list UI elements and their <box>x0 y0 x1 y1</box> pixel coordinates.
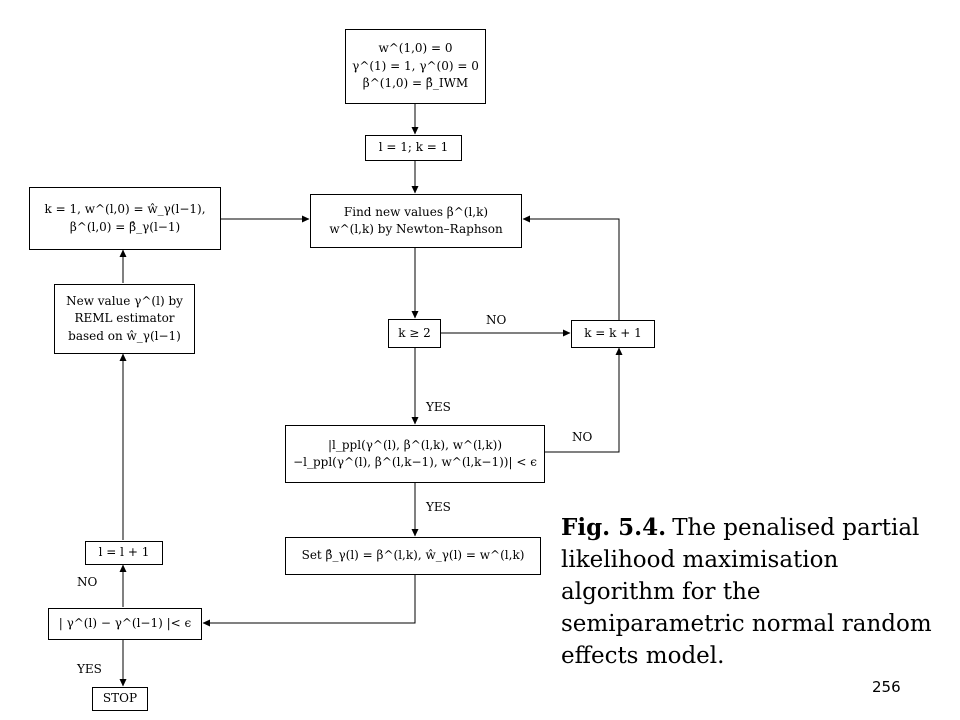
reml-box: New value γ^(l) by REML estimator based … <box>54 284 195 354</box>
set-hat-line-1: Set β̂_γ(l) = β^(l,k), ŵ_γ(l) = w^(l,k) <box>301 548 525 563</box>
k-inc-box: k = k + 1 <box>571 320 655 348</box>
edge-label-no-gamma: NO <box>77 575 98 589</box>
reset-line-1: k = 1, w^(l,0) = ŵ_γ(l−1), <box>44 202 206 217</box>
reset-box: k = 1, w^(l,0) = ŵ_γ(l−1), β^(l,0) = β̂_… <box>29 187 221 250</box>
reml-line-1: New value γ^(l) by <box>66 293 183 308</box>
k-ge-2-line-1: k ≥ 2 <box>398 325 431 340</box>
k-inc-line-1: k = k + 1 <box>584 326 642 341</box>
arrow-ppl-to-kinc <box>545 347 623 453</box>
init-line-1: w^(1,0) = 0 <box>378 41 453 56</box>
newton-line-2: w^(l,k) by Newton–Raphson <box>329 222 503 236</box>
edge-label-yes-gamma: YES <box>77 662 102 676</box>
setlk-box: l = 1; k = 1 <box>365 135 462 161</box>
reml-line-3: based on ŵ_γ(l−1) <box>68 328 181 343</box>
l-inc-box: l = l + 1 <box>85 541 163 565</box>
arrow-sethat-to-gamma <box>202 575 416 627</box>
setlk-line-1: l = 1; k = 1 <box>378 140 449 155</box>
edge-label-no-ppl: NO <box>572 430 593 444</box>
init-line-3: β^(1,0) = β̂_IWM <box>362 76 469 91</box>
newton-box: Find new values β^(l,k) w^(l,k) by Newto… <box>310 194 522 248</box>
reset-line-2: β^(l,0) = β̂_γ(l−1) <box>69 219 181 234</box>
newton-line-1: Find new values β^(l,k) <box>343 204 489 219</box>
conv-ppl-line-2: −l_ppl(γ^(l), β^(l,k−1), w^(l,k−1))| < ϵ <box>293 455 537 469</box>
figure-caption: Fig. 5.4.The penalised partial likelihoo… <box>561 512 946 672</box>
figure-label: Fig. 5.4. <box>561 514 667 541</box>
conv-ppl-line-1: |l_ppl(γ^(l), β^(l,k), w^(l,k)) <box>327 437 503 452</box>
stop-line-1: STOP <box>102 691 138 706</box>
conv-ppl-box: |l_ppl(γ^(l), β^(l,k), w^(l,k)) −l_ppl(γ… <box>285 425 545 483</box>
arrow-kinc-to-newton <box>522 215 620 320</box>
l-inc-line-1: l = l + 1 <box>98 545 150 560</box>
edge-label-no-k: NO <box>486 313 507 327</box>
init-line-2: γ^(1) = 1, γ^(0) = 0 <box>352 58 479 73</box>
stop-box: STOP <box>92 687 148 711</box>
page-number: 256 <box>872 678 901 696</box>
edge-label-yes-k: YES <box>426 400 451 414</box>
k-ge-2-box: k ≥ 2 <box>388 319 441 348</box>
init-box: w^(1,0) = 0 γ^(1) = 1, γ^(0) = 0 β^(1,0)… <box>345 29 486 104</box>
set-hat-box: Set β̂_γ(l) = β^(l,k), ŵ_γ(l) = w^(l,k) <box>285 537 541 575</box>
reml-line-2: REML estimator <box>74 311 175 326</box>
conv-gamma-line-1: | γ^(l) − γ^(l−1) |< ϵ <box>58 616 192 631</box>
figure-caption-text: The penalised partial likelihood maximis… <box>561 515 932 669</box>
conv-gamma-box: | γ^(l) − γ^(l−1) |< ϵ <box>48 608 202 640</box>
edge-label-yes-ppl: YES <box>426 500 451 514</box>
